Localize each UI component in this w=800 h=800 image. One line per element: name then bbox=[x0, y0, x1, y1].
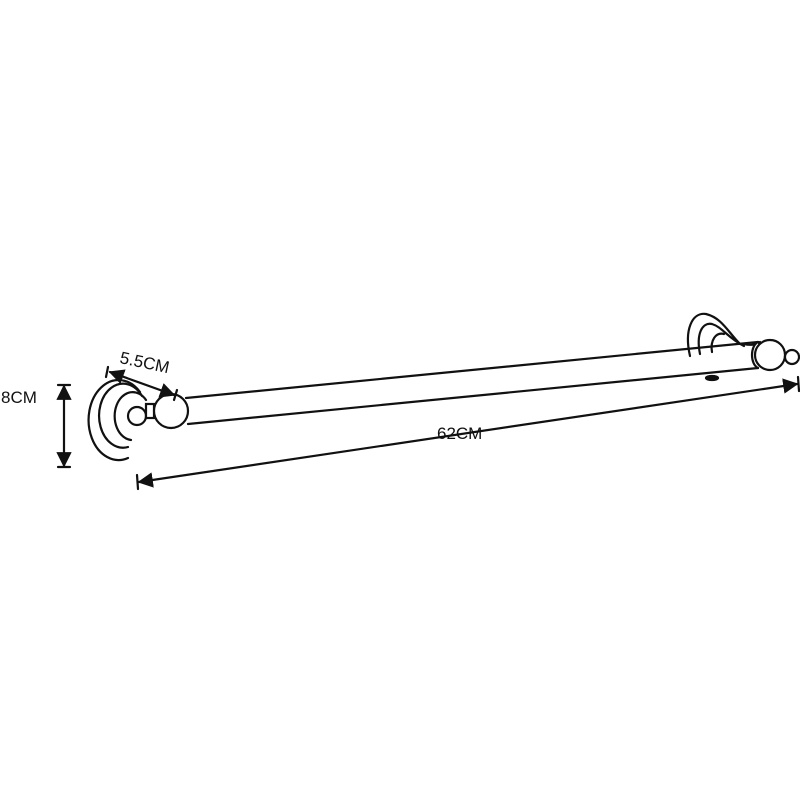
height-label: 8CM bbox=[1, 388, 37, 407]
height-dimension-arrow bbox=[56, 383, 72, 469]
towel-bar-rod bbox=[184, 340, 760, 426]
left-wall-mount bbox=[87, 378, 190, 462]
length-label: 62CM bbox=[437, 424, 483, 443]
length-dimension-arrow bbox=[135, 375, 800, 491]
